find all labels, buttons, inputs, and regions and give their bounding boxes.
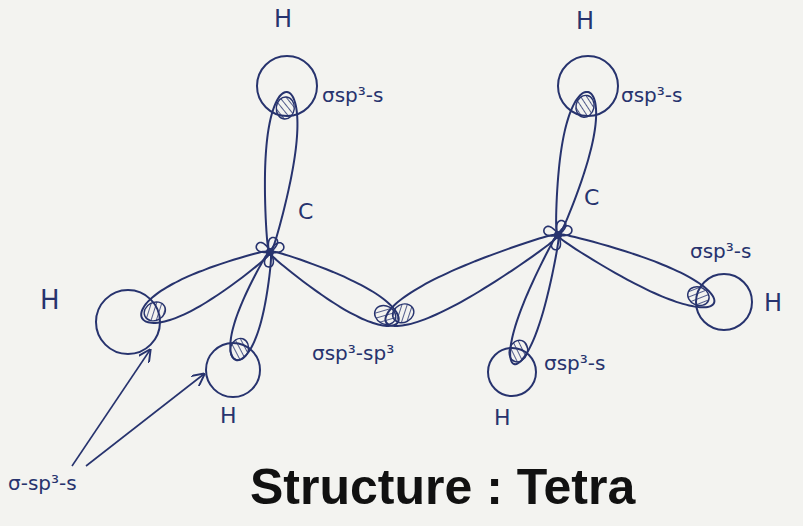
- carbon-nucleus: [266, 248, 274, 256]
- bond-label: σsp³-sp³: [312, 342, 394, 364]
- atom-label: H: [40, 286, 60, 315]
- hydrogen-s-orbital: [558, 56, 618, 116]
- bond-label: σsp³-s: [544, 352, 605, 374]
- atom-label: H: [220, 404, 237, 428]
- sp3-lobe: [385, 234, 558, 326]
- caption: Structure : Tetra: [250, 460, 635, 515]
- hydrogen-s-orbital: [696, 274, 752, 330]
- atom-label: C: [584, 186, 599, 210]
- atom-label: C: [298, 200, 313, 224]
- atom-label: H: [274, 6, 292, 32]
- hydrogen-s-orbital: [206, 343, 260, 397]
- bond-label: σ-sp³-s: [8, 472, 77, 494]
- hydrogen-s-orbital: [96, 290, 160, 354]
- overlap-region: [389, 300, 417, 326]
- atom-label: H: [576, 8, 594, 34]
- bond-label: σsp³-s: [690, 240, 751, 262]
- overlap-region: [141, 298, 169, 324]
- overlap-region: [228, 336, 252, 362]
- hydrogen-s-orbital: [257, 56, 317, 116]
- bond-label: σsp³-s: [621, 84, 682, 106]
- bond-label: σsp³-s: [322, 84, 383, 106]
- leader-arrow: [72, 350, 150, 466]
- overlap-region: [506, 338, 530, 365]
- carbon-nucleus: [554, 231, 562, 239]
- leader-arrow: [86, 374, 204, 466]
- hydrogen-s-orbital: [488, 348, 536, 396]
- atom-label: H: [494, 406, 511, 430]
- atom-label: H: [764, 290, 782, 316]
- overlap-region: [685, 284, 712, 309]
